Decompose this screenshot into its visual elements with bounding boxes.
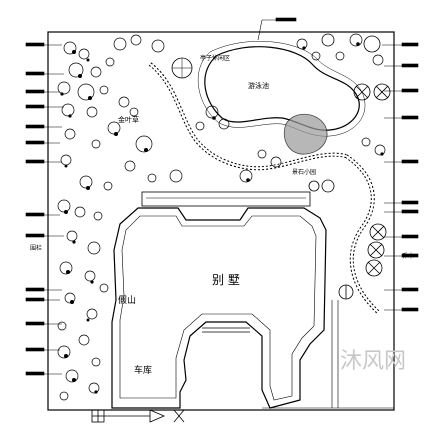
right-tree-column	[308, 33, 391, 300]
stone-garden-label: 景石小园	[292, 168, 316, 176]
swimming-pool	[204, 46, 360, 131]
left-callouts	[25, 42, 64, 376]
pool-coping	[197, 41, 366, 137]
pool-label: 游泳池	[248, 81, 269, 90]
side-note-label: 围栏	[30, 244, 42, 252]
top-callout	[257, 17, 297, 41]
stepping-path-upper	[148, 62, 347, 171]
pavilion-label: 亭子休闲区	[200, 54, 230, 62]
retaining-wall	[262, 300, 394, 409]
lawn-label: 金叶草	[118, 115, 139, 124]
tree-note-label: 乔木	[402, 252, 414, 260]
right-callouts	[382, 42, 419, 312]
villa-label: 别 墅	[212, 273, 240, 287]
site-boundary	[47, 31, 395, 411]
rockery-label: 假山	[118, 295, 136, 306]
garage-label: 车库	[134, 364, 152, 376]
planting-left	[57, 33, 386, 401]
watermark: 沐风网	[340, 349, 406, 374]
terrace	[141, 191, 311, 207]
villa-inner-line	[119, 215, 317, 401]
villa-outline	[111, 207, 327, 409]
planting-dense	[60, 42, 384, 394]
stepping-path-right	[344, 154, 380, 314]
entry-gate	[91, 409, 185, 423]
stone-garden	[283, 113, 328, 155]
